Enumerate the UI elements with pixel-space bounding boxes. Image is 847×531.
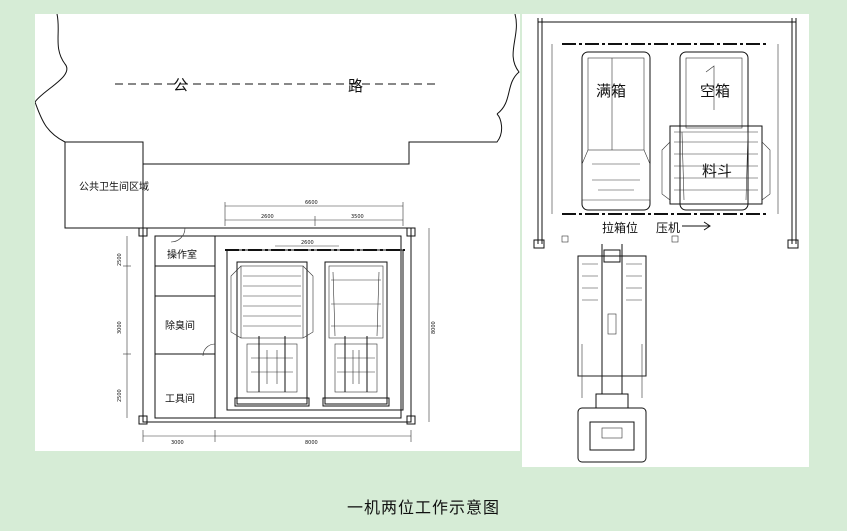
dim-bottom-1: 3000 xyxy=(171,440,184,446)
full-box-label: 满箱 xyxy=(596,82,626,100)
site-plan-drawing: 公 路 公共卫生间区域 操作室 除臭间 工具间 6600 2600 3500 2 xyxy=(35,14,520,446)
container-unit-right xyxy=(322,261,390,407)
dim-right: 8000 xyxy=(431,321,437,334)
compactor-label: 压机 xyxy=(656,221,680,235)
toilet-area-label: 公共卫生间区域 xyxy=(79,180,149,193)
figure-caption: 一机两位工作示意图 xyxy=(346,498,500,517)
empty-box: 空箱 xyxy=(679,51,749,211)
material-chute: 料斗 xyxy=(661,125,771,205)
compactor-machine xyxy=(577,244,647,463)
road-label-right: 路 xyxy=(348,77,363,95)
chute-label: 料斗 xyxy=(702,162,732,180)
compactor-unit-left xyxy=(230,261,314,407)
site-plan-panel: 公 路 公共卫生间区域 操作室 除臭间 工具间 6600 2600 3500 2 xyxy=(35,14,520,451)
pull-position-label: 拉箱位 xyxy=(602,220,638,235)
station-outline xyxy=(142,227,412,423)
dim-left-2: 3000 xyxy=(117,321,123,334)
dim-left-1: 2500 xyxy=(117,253,123,266)
room-tools: 工具间 xyxy=(165,392,195,405)
room-operation: 操作室 xyxy=(167,248,197,261)
empty-box-label: 空箱 xyxy=(700,82,730,100)
road-boundary xyxy=(35,101,503,165)
dim-left-3: 2500 xyxy=(117,389,123,402)
dim-top-2: 3500 xyxy=(351,214,364,220)
room-deodorizing: 除臭间 xyxy=(165,319,195,332)
equipment-detail-drawing: 满箱 空箱 料斗 拉箱位 压机 xyxy=(533,18,799,463)
dim-top-total: 6600 xyxy=(305,200,318,206)
dim-inner: 2600 xyxy=(301,240,314,246)
dim-bottom-2: 8000 xyxy=(305,440,318,446)
road-label-left: 公 xyxy=(173,76,188,94)
dim-top-1: 2600 xyxy=(261,214,274,220)
equipment-detail-panel: 满箱 空箱 料斗 拉箱位 压机 xyxy=(522,14,809,467)
full-box: 满箱 xyxy=(581,51,651,211)
